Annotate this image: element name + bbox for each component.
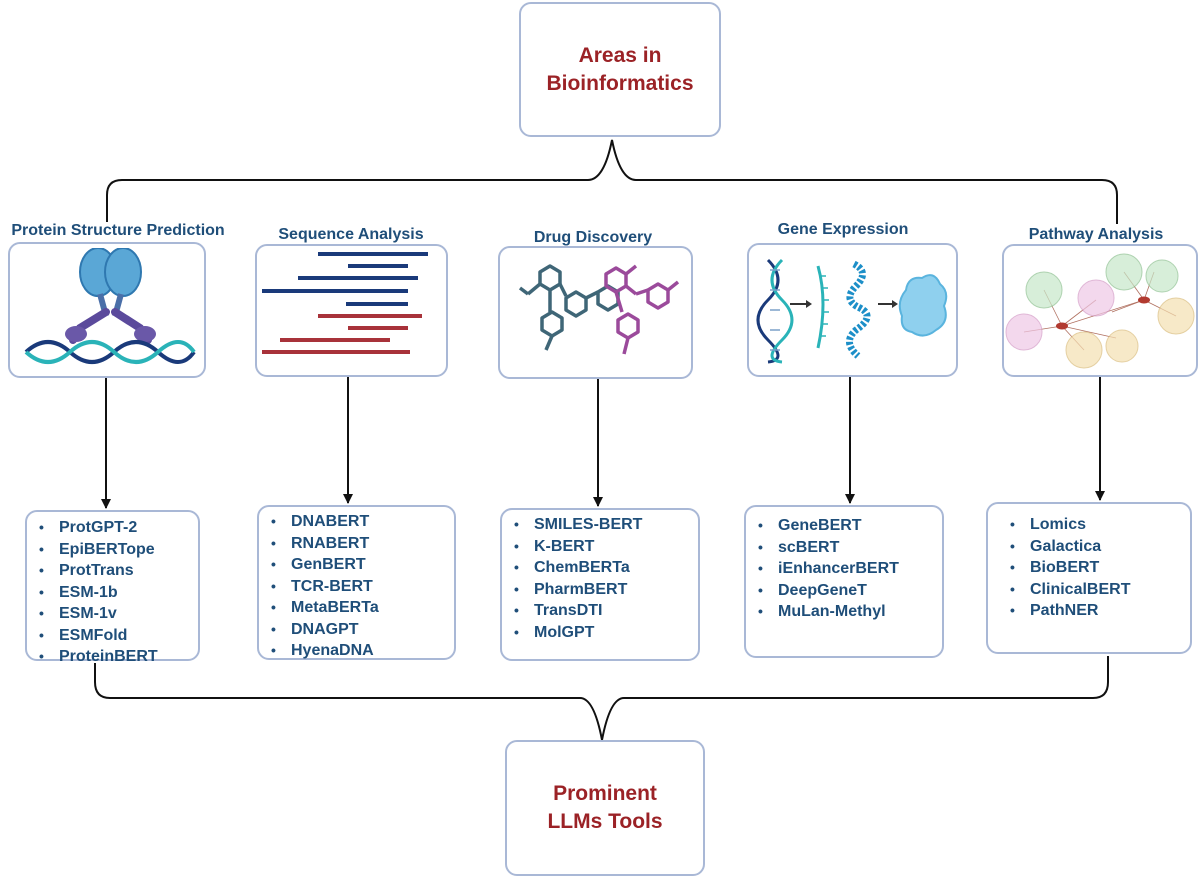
list-item: scBERT <box>758 537 942 559</box>
area-label-gene-expression: Gene Expression <box>777 221 909 238</box>
list-item: TCR-BERT <box>271 576 454 598</box>
list-item: ProteinBERT <box>39 646 198 668</box>
list-item: ClinicalBERT <box>1010 579 1190 601</box>
list-item: MolGPT <box>514 622 698 644</box>
area-label-protein-structure: Protein Structure Prediction <box>11 222 225 239</box>
list-item: ProtGPT-2 <box>39 517 198 539</box>
list-item: ESM-1v <box>39 603 198 625</box>
list-item: PharmBERT <box>514 579 698 601</box>
top-title-box: Areas in Bioinformatics <box>519 2 721 137</box>
list-item: K-BERT <box>514 536 698 558</box>
list-item: Lomics <box>1010 514 1190 536</box>
list-item: TransDTI <box>514 600 698 622</box>
area-label-sequence-analysis: Sequence Analysis <box>278 226 424 243</box>
list-item: GeneBERT <box>758 515 942 537</box>
bottom-brace <box>94 656 1109 741</box>
list-item: PathNER <box>1010 600 1190 622</box>
list-item: DeepGeneT <box>758 580 942 602</box>
bottom-title: Prominent LLMs Tools <box>547 782 663 833</box>
tools-box-pathway: Lomics Galactica BioBERT ClinicalBERT Pa… <box>986 502 1192 654</box>
list-item: GenBERT <box>271 554 454 576</box>
list-item: ESMFold <box>39 625 198 647</box>
top-brace <box>106 139 1118 224</box>
tools-box-drug: SMILES-BERT K-BERT ChemBERTa PharmBERT T… <box>500 508 700 661</box>
area-label-drug-discovery: Drug Discovery <box>533 229 653 246</box>
list-item: Galactica <box>1010 536 1190 558</box>
bottom-title-box: Prominent LLMs Tools <box>505 740 705 876</box>
protein-structure-icon <box>18 248 196 372</box>
list-item: BioBERT <box>1010 557 1190 579</box>
list-item: DNABERT <box>271 511 454 533</box>
list-item: MuLan-Methyl <box>758 601 942 623</box>
illustration-box-drug <box>498 246 693 379</box>
top-title: Areas in Bioinformatics <box>546 43 694 95</box>
area-label-pathway-analysis: Pathway Analysis <box>1028 226 1164 243</box>
list-item: ChemBERTa <box>514 557 698 579</box>
tools-box-protein: ProtGPT-2 EpiBERTope ProtTrans ESM-1b ES… <box>25 510 200 665</box>
tools-box-sequence: DNABERT RNABERT GenBERT TCR-BERT MetaBER… <box>257 505 456 660</box>
list-item: SMILES-BERT <box>514 514 698 536</box>
tools-box-gene: GeneBERT scBERT iEnhancerBERT DeepGeneT … <box>744 505 944 658</box>
molecule-structures-icon <box>506 252 686 374</box>
list-item: RNABERT <box>271 533 454 555</box>
list-item: MetaBERTa <box>271 597 454 619</box>
gene-expression-icon <box>756 252 950 370</box>
list-item: ProtTrans <box>39 560 198 582</box>
list-item: iEnhancerBERT <box>758 558 942 580</box>
list-item: HyenaDNA <box>271 640 454 662</box>
list-item: EpiBERTope <box>39 539 198 561</box>
sequence-alignment-icon <box>262 250 442 370</box>
pathway-network-icon <box>1004 250 1196 372</box>
list-item: DNAGPT <box>271 619 454 641</box>
list-item: ESM-1b <box>39 582 198 604</box>
